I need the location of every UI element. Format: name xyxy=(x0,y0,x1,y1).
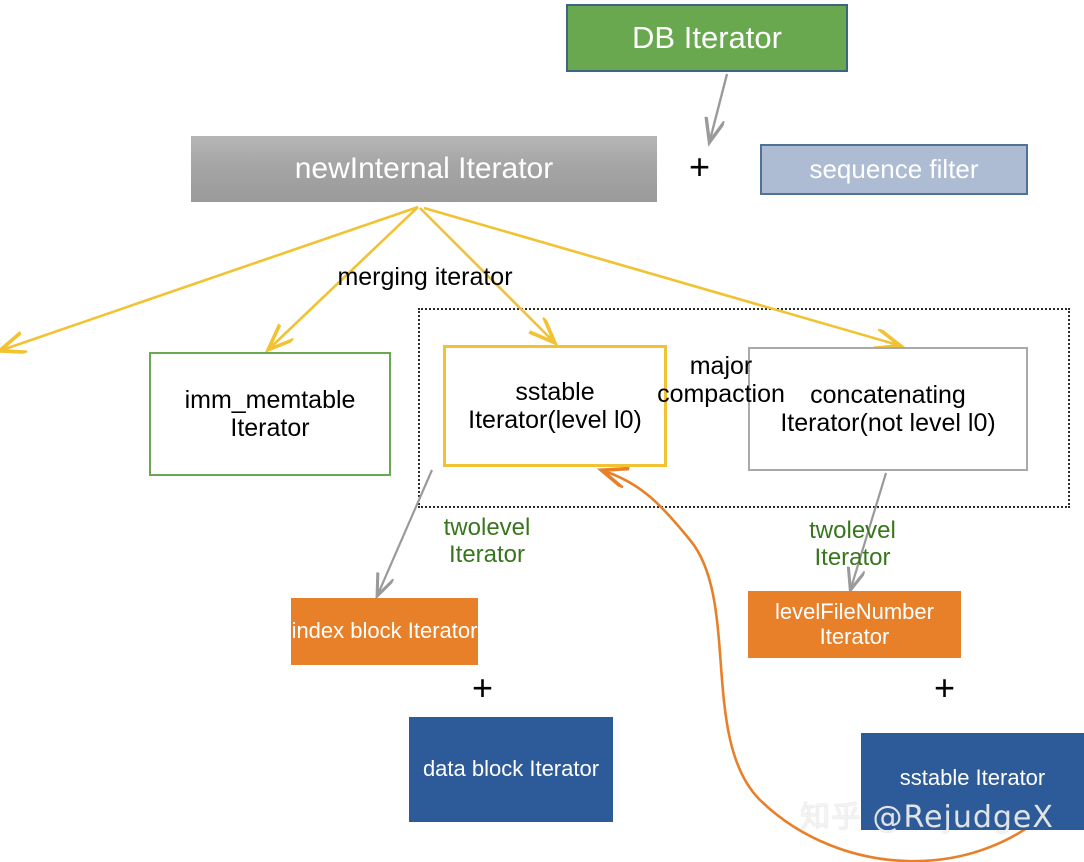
level-file-number-iterator-box[interactable]: levelFileNumber Iterator xyxy=(748,591,961,658)
twolevel-iterator-label-left: twolevel Iterator xyxy=(443,514,531,569)
merging-iterator-label: merging iterator xyxy=(337,263,513,291)
db-iterator-box[interactable]: DB Iterator xyxy=(566,4,848,72)
sstable-iterator-bottom-box[interactable]: sstable Iterator xyxy=(861,733,1084,830)
watermark: 知乎 @RejudgeX xyxy=(800,800,1054,835)
sequence-filter-box[interactable]: sequence filter xyxy=(760,144,1028,195)
concatenating-iterator-box[interactable]: concatenating Iterator(not level l0) xyxy=(748,347,1028,471)
twolevel-iterator-label-right: twolevel Iterator xyxy=(809,517,896,572)
plus-sign-left: + xyxy=(472,667,494,708)
data-block-iterator-box[interactable]: data block Iterator xyxy=(409,717,613,822)
sstable-iterator-level0-box[interactable]: sstable Iterator(level l0) xyxy=(443,345,667,467)
new-internal-iterator-box[interactable]: newInternal Iterator xyxy=(191,136,657,202)
plus-sign-right: + xyxy=(934,667,956,708)
major-compaction-label: major compaction xyxy=(657,352,785,409)
index-block-iterator-box[interactable]: index block Iterator xyxy=(291,598,478,665)
connector-db-to-newinternal xyxy=(710,73,729,140)
plus-sign-top: + xyxy=(689,146,711,187)
imm-memtable-iterator-box[interactable]: imm_memtable Iterator xyxy=(149,352,391,476)
